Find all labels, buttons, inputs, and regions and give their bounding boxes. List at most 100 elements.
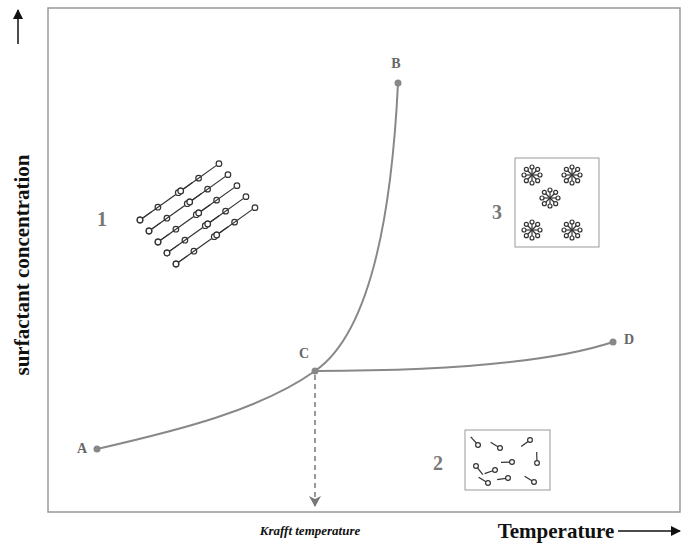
surfactant-head bbox=[187, 199, 193, 205]
region-number: 1 bbox=[97, 209, 107, 229]
micelle-head bbox=[536, 222, 540, 226]
micelle-head bbox=[530, 236, 534, 240]
micelle-head bbox=[530, 220, 534, 224]
surfactant-head bbox=[155, 239, 161, 245]
micelle-head bbox=[542, 202, 546, 206]
surfactant-tail bbox=[525, 476, 532, 480]
surfactant-head bbox=[532, 480, 537, 485]
surfactant-head bbox=[173, 261, 179, 267]
micelle-head bbox=[542, 190, 546, 194]
surfactant-tail bbox=[210, 198, 243, 222]
surfactant-tail bbox=[151, 205, 184, 229]
micelle-head bbox=[564, 179, 568, 183]
surfactant-tail bbox=[160, 216, 193, 240]
micelle-tail bbox=[568, 230, 572, 234]
micelle-tail bbox=[568, 226, 572, 230]
surfactant-tail bbox=[201, 187, 234, 211]
micelle-head bbox=[548, 188, 552, 192]
surfactant-head bbox=[164, 250, 170, 256]
surfactant-head bbox=[535, 461, 540, 466]
micelle-tail bbox=[528, 230, 532, 234]
surfactant-head bbox=[196, 210, 202, 216]
micelle-head bbox=[570, 236, 574, 240]
surfactant-tail bbox=[183, 165, 216, 189]
micelle-head bbox=[578, 173, 582, 177]
micelle-tail bbox=[568, 171, 572, 175]
micelle-head bbox=[564, 167, 568, 171]
micelle-head bbox=[530, 181, 534, 185]
micelle-tail bbox=[528, 175, 532, 179]
micelle-head bbox=[576, 234, 580, 238]
region-number: 2 bbox=[433, 453, 443, 473]
molecule-icons bbox=[137, 161, 582, 486]
surfactant-head bbox=[146, 228, 152, 234]
curve-point bbox=[395, 80, 402, 87]
micelle-head bbox=[570, 181, 574, 185]
solubility-curve bbox=[315, 83, 398, 371]
surfactant-head bbox=[137, 217, 143, 223]
y-axis-title: surfactant concentration bbox=[12, 154, 33, 375]
micelle-tail bbox=[572, 175, 576, 179]
micelle-head bbox=[570, 220, 574, 224]
x-axis-title: Temperature bbox=[498, 521, 615, 542]
surfactant-head bbox=[214, 232, 220, 238]
point-label: D bbox=[624, 333, 634, 347]
surfactant-head bbox=[510, 460, 515, 465]
micelle-head bbox=[564, 222, 568, 226]
micelle-head bbox=[524, 167, 528, 171]
surfactant-head bbox=[173, 261, 179, 267]
solubility-curve bbox=[97, 371, 315, 449]
krafft-dashed-arrow bbox=[314, 375, 316, 506]
surfactant-head bbox=[234, 183, 240, 189]
micelle-head bbox=[554, 202, 558, 206]
micelle-tail bbox=[546, 198, 550, 202]
surfactant-head bbox=[474, 464, 479, 469]
micelle-head bbox=[576, 167, 580, 171]
surfactant-tail bbox=[219, 209, 252, 233]
micelle-tail bbox=[532, 226, 536, 230]
surfactant-head bbox=[498, 446, 503, 451]
plot-frame bbox=[48, 8, 680, 512]
micelle-head bbox=[524, 234, 528, 238]
surfactant-head bbox=[205, 221, 211, 227]
micelle-head bbox=[524, 222, 528, 226]
surfactant-head bbox=[216, 161, 222, 167]
micelle-tail bbox=[528, 226, 532, 230]
micelle-tail bbox=[572, 230, 576, 234]
micelle-head bbox=[538, 173, 542, 177]
micelle-head bbox=[524, 179, 528, 183]
surfactant-head bbox=[493, 468, 498, 473]
micelle-tail bbox=[550, 194, 554, 198]
micelle-tail bbox=[572, 226, 576, 230]
micelle-head bbox=[538, 228, 542, 232]
surfactant-head bbox=[178, 188, 184, 194]
x-axis-arrow bbox=[618, 530, 680, 532]
micelle-head bbox=[562, 228, 566, 232]
point-label: C bbox=[299, 347, 309, 361]
surfactant-head bbox=[205, 221, 211, 227]
curve-point bbox=[312, 368, 319, 375]
surfactant-head bbox=[252, 205, 258, 211]
surfactant-tail bbox=[536, 452, 537, 461]
micelle-head bbox=[564, 234, 568, 238]
surfactant-tail bbox=[471, 437, 477, 443]
micelle-head bbox=[562, 173, 566, 177]
surfactant-tail bbox=[178, 238, 211, 262]
micelle-tail bbox=[528, 171, 532, 175]
micelle-head bbox=[522, 173, 526, 177]
surfactant-tail bbox=[485, 471, 493, 474]
micelle-head bbox=[576, 179, 580, 183]
surfactant-head bbox=[528, 438, 533, 443]
surfactant-head bbox=[243, 194, 249, 200]
surfactant-head bbox=[137, 217, 143, 223]
surfactant-head bbox=[506, 476, 511, 481]
micelle-tail bbox=[532, 175, 536, 179]
surfactant-tail bbox=[142, 194, 175, 218]
surfactant-head bbox=[214, 232, 220, 238]
surfactant-tail bbox=[521, 441, 528, 446]
micelle-head bbox=[522, 228, 526, 232]
micelle-head bbox=[548, 204, 552, 208]
micelle-tail bbox=[546, 194, 550, 198]
